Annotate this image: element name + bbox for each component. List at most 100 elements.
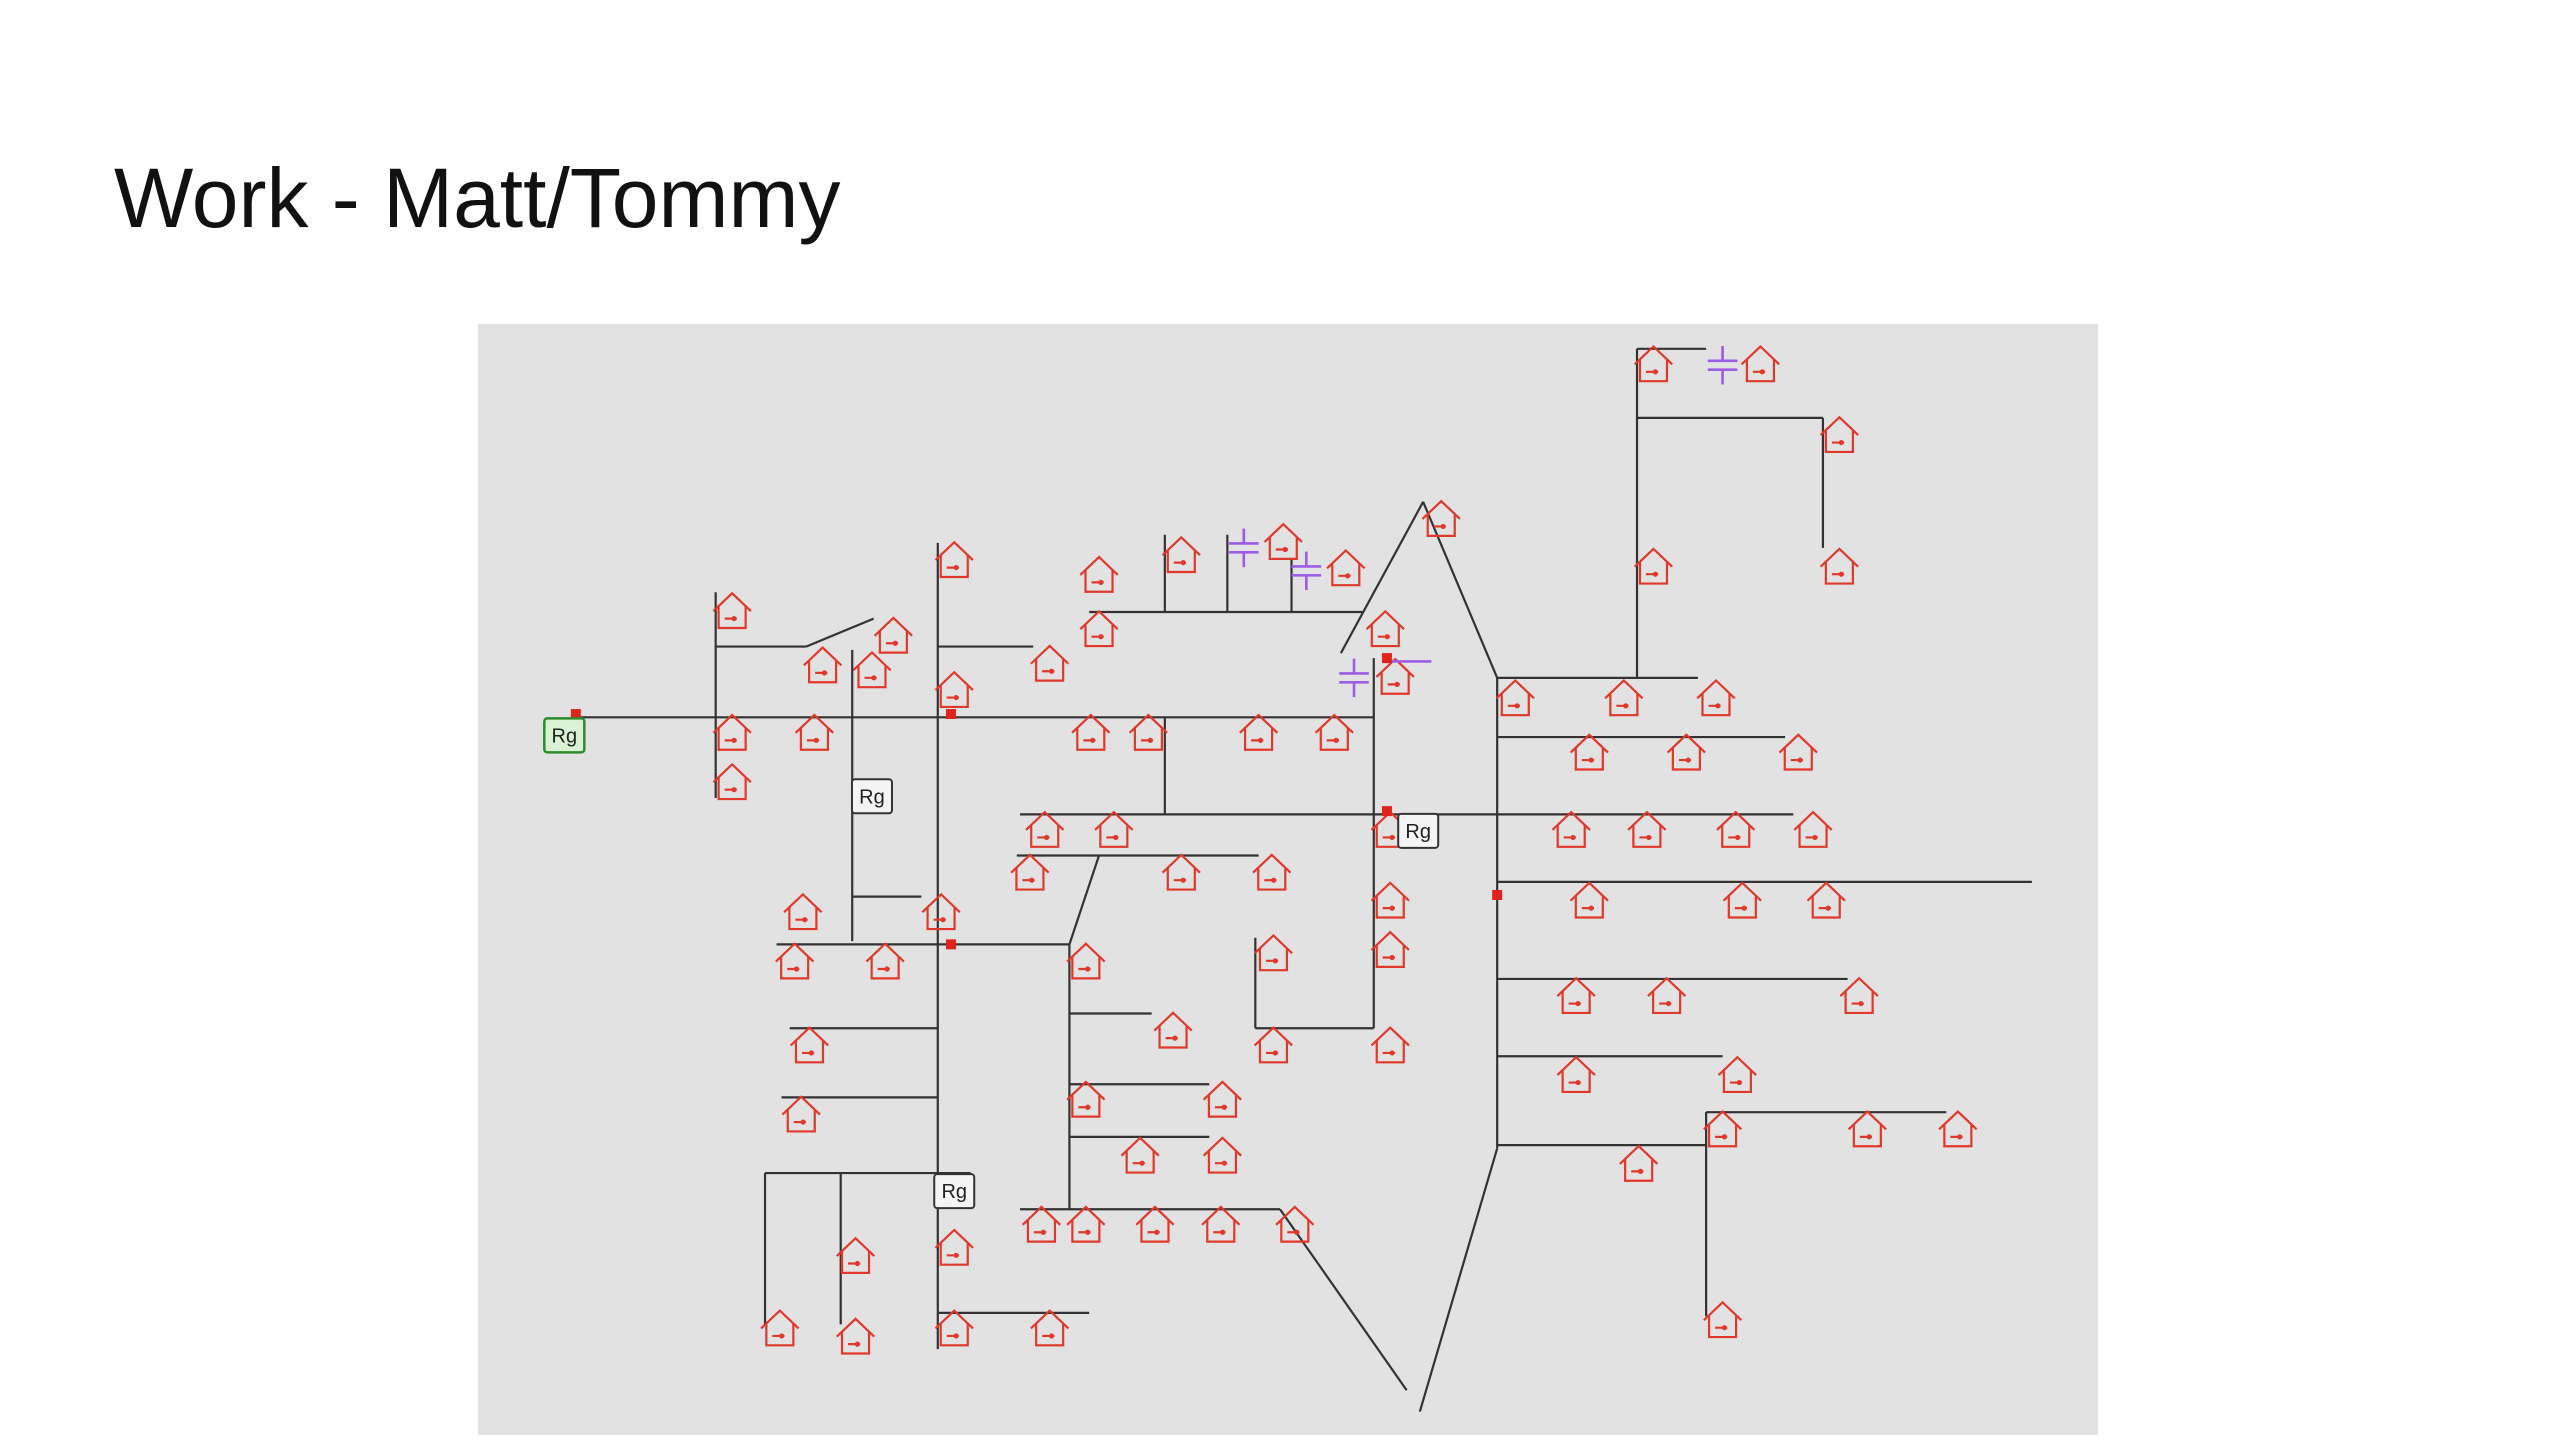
house-meter-dot (1139, 1160, 1145, 1166)
house-outline (1819, 415, 1859, 454)
house-outline (1793, 810, 1833, 848)
house-load-icon (1253, 1026, 1293, 1064)
house-outline (794, 713, 834, 751)
house-load-icon (803, 646, 843, 684)
house-outline (865, 942, 905, 980)
house-meter-dot (1588, 757, 1594, 763)
house-meter-dot (1389, 1050, 1395, 1056)
house-load-icon (1066, 1205, 1106, 1243)
house-meter-dot (1085, 1104, 1091, 1110)
capacitor-icon (1291, 551, 1322, 591)
house-load-icon (934, 540, 974, 579)
house-load-icon (781, 1095, 821, 1133)
house-load-icon (712, 713, 752, 751)
house-outline (1066, 1205, 1106, 1243)
house-meter-dot (793, 966, 800, 972)
feeder-line-segment (1279, 1208, 1408, 1391)
house-load-icon (1365, 609, 1405, 648)
house-outline (1569, 733, 1609, 771)
house-outline (1633, 344, 1673, 383)
house-meter-dot (1665, 1000, 1672, 1007)
house-meter-dot (1570, 834, 1576, 841)
house-meter-dot (821, 670, 828, 676)
house-meter-dot (1389, 834, 1395, 841)
capacitor-icon (1228, 528, 1259, 568)
house-meter-dot (1333, 737, 1339, 743)
house-outline (1717, 1055, 1757, 1094)
house-meter-dot (1294, 1229, 1300, 1235)
house-meter-dot (1172, 1035, 1178, 1041)
house-load-icon (1161, 853, 1201, 891)
house-outline (934, 670, 974, 709)
house-outline (1365, 609, 1405, 648)
house-outline (781, 1095, 821, 1133)
house-meter-dot (1098, 634, 1104, 640)
house-outline (1253, 1026, 1293, 1064)
house-load-icon (1079, 555, 1119, 593)
house-load-icon (1633, 344, 1673, 383)
house-load-icon (934, 1309, 974, 1347)
regulator-label: Rg (1405, 821, 1431, 843)
house-outline (1627, 810, 1667, 848)
house-load-icon (1716, 810, 1756, 848)
house-outline (1375, 657, 1415, 695)
house-outline (1120, 1136, 1160, 1174)
house-load-icon (1079, 609, 1119, 648)
house-outline (1370, 881, 1410, 919)
feeder-line-segment (1422, 501, 1499, 679)
house-meter-dot (1588, 905, 1594, 911)
house-meter-dot (1866, 1134, 1872, 1140)
node-marker-icon (570, 709, 581, 720)
house-outline (1135, 1205, 1175, 1243)
house-load-icon (1569, 733, 1609, 771)
house-outline (712, 591, 752, 630)
house-outline (1202, 1136, 1242, 1174)
house-outline (1633, 547, 1673, 585)
house-outline (1066, 942, 1106, 980)
house-load-icon (1071, 713, 1111, 751)
house-load-icon (1135, 1205, 1175, 1243)
house-load-icon (1370, 1026, 1410, 1064)
house-outline (1703, 1300, 1743, 1339)
house-meter-dot (1090, 737, 1096, 743)
house-meter-dot (1271, 877, 1277, 883)
house-outline (1569, 881, 1609, 919)
node-marker-icon (945, 709, 956, 720)
house-outline (1740, 344, 1780, 383)
house-outline (1252, 853, 1292, 891)
node-marker-icon (1492, 890, 1503, 901)
house-meter-dot (1085, 966, 1091, 972)
house-load-icon (1627, 810, 1667, 848)
house-outline (873, 616, 913, 654)
house-load-icon (1326, 548, 1366, 587)
house-load-icon (1120, 1136, 1160, 1174)
house-meter-dot (779, 1333, 785, 1339)
house-outline (775, 942, 815, 980)
house-load-icon (1495, 678, 1535, 717)
house-outline (1556, 976, 1596, 1015)
regulator-icon: Rg (543, 717, 586, 754)
house-outline (1021, 1205, 1061, 1243)
feeder-line-segment (805, 617, 875, 648)
regulator-icon: Rg (933, 1173, 976, 1210)
house-meter-dot (1715, 703, 1721, 709)
house-load-icon (1839, 976, 1879, 1015)
house-outline (1153, 1011, 1193, 1049)
house-meter-dot (1029, 877, 1035, 883)
regulator-box (850, 778, 893, 815)
house-load-icon (1696, 678, 1736, 717)
house-outline (1010, 853, 1050, 891)
feeder-line-segment (1418, 1148, 1499, 1412)
feeder-line-segment (1339, 501, 1425, 654)
house-load-icon (712, 591, 752, 630)
house-meter-dot (884, 966, 890, 972)
house-load-icon (1153, 1011, 1193, 1049)
house-load-icon (1263, 522, 1303, 560)
house-outline (836, 1317, 876, 1355)
feeder-line-segment (1068, 855, 1101, 945)
house-meter-dot (802, 917, 808, 923)
house-load-icon (775, 942, 815, 980)
house-load-icon (1375, 657, 1415, 695)
house-meter-dot (1637, 1168, 1644, 1174)
